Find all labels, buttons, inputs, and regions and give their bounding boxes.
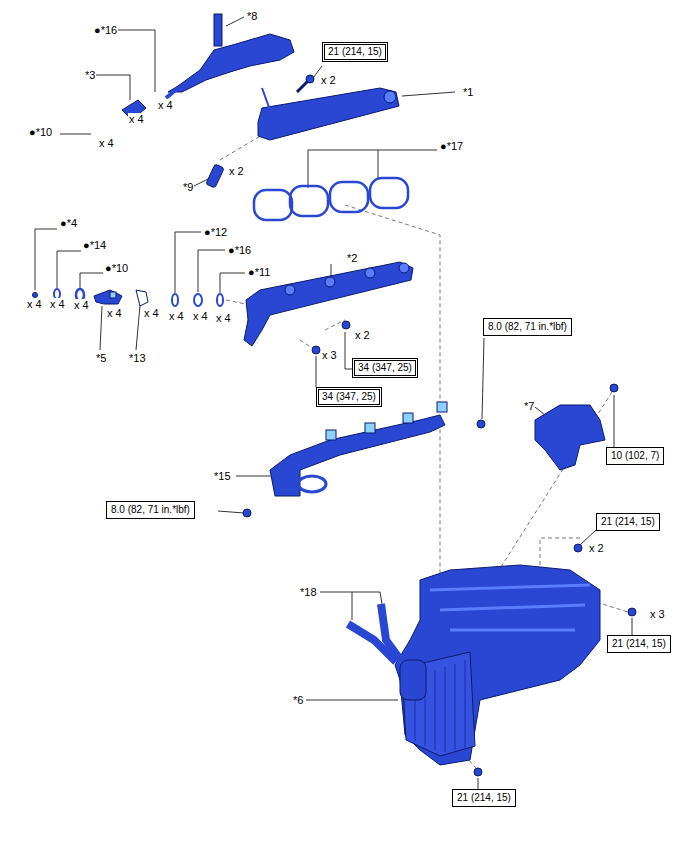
torque-value: 34 (347, 25) [322,391,376,402]
callout-number: *13 [128,352,147,364]
torque-value: 21 (214, 15) [601,516,655,527]
torque-spec-box: 34 (347, 25) [316,387,382,407]
torque-value: 8.0 (82, 71 in.*lbf) [488,321,567,332]
quantity-label: x 2 [588,542,605,554]
quantity-label: x 4 [215,312,232,324]
quantity-label: x 4 [128,113,145,125]
torque-value: 34 (347, 25) [358,362,412,373]
callout-number: *2 [346,252,358,264]
quantity-label: x 4 [98,137,115,149]
torque-value: 8.0 (82, 71 in.*lbf) [111,504,190,515]
callout-number: *1 [462,86,474,98]
quantity-label: x 4 [168,310,185,322]
callout-number: *5 [95,352,107,364]
quantity-label: x 4 [192,310,209,322]
torque-value: 21 (214, 15) [612,638,666,649]
quantity-label: x 2 [320,74,337,86]
callout-number: ●*10 [28,126,53,138]
quantity-label: x 3 [321,349,338,361]
torque-spec-box: 21 (214, 15) [322,42,388,62]
torque-value: 10 (102, 7) [611,450,659,461]
torque-spec-box: 21 (214, 15) [596,513,660,531]
callout-number: *8 [246,10,258,22]
callout-number: ●*11 [247,266,271,278]
quantity-label: x 4 [143,307,160,319]
callout-number: ●*4 [59,217,78,229]
callout-number: *3 [84,69,96,81]
torque-value: 21 (214, 15) [457,792,511,803]
quantity-label: x 4 [73,299,90,311]
torque-spec-box: 34 (347, 25) [352,358,418,378]
quantity-label: x 2 [354,329,371,341]
callout-number: *18 [299,586,318,598]
callout-number: ●*16 [227,244,252,256]
callout-number: ●*10 [104,262,129,274]
quantity-label: x 3 [649,608,666,620]
callout-number: ●*16 [93,24,118,36]
torque-spec-box: 21 (214, 15) [607,635,671,653]
torque-spec-box: 8.0 (82, 71 in.*lbf) [106,501,195,519]
callout-number: *6 [292,694,304,706]
quantity-label: x 4 [26,298,43,310]
torque-value: 21 (214, 15) [328,46,382,57]
torque-spec-box: 10 (102, 7) [606,447,664,465]
quantity-label: x 4 [49,298,66,310]
quantity-label: x 4 [106,307,123,319]
torque-spec-box: 21 (214, 15) [452,789,516,807]
callout-number: *9 [182,181,194,193]
callout-number: ●*14 [82,239,107,251]
callout-number: ●*12 [203,226,228,238]
torque-spec-box: 8.0 (82, 71 in.*lbf) [483,318,572,336]
callout-number: ●*17 [439,140,464,152]
quantity-label: x 2 [228,165,245,177]
callout-number: *7 [523,400,535,412]
callout-number: *15 [213,470,232,482]
quantity-label: x 4 [157,99,174,111]
